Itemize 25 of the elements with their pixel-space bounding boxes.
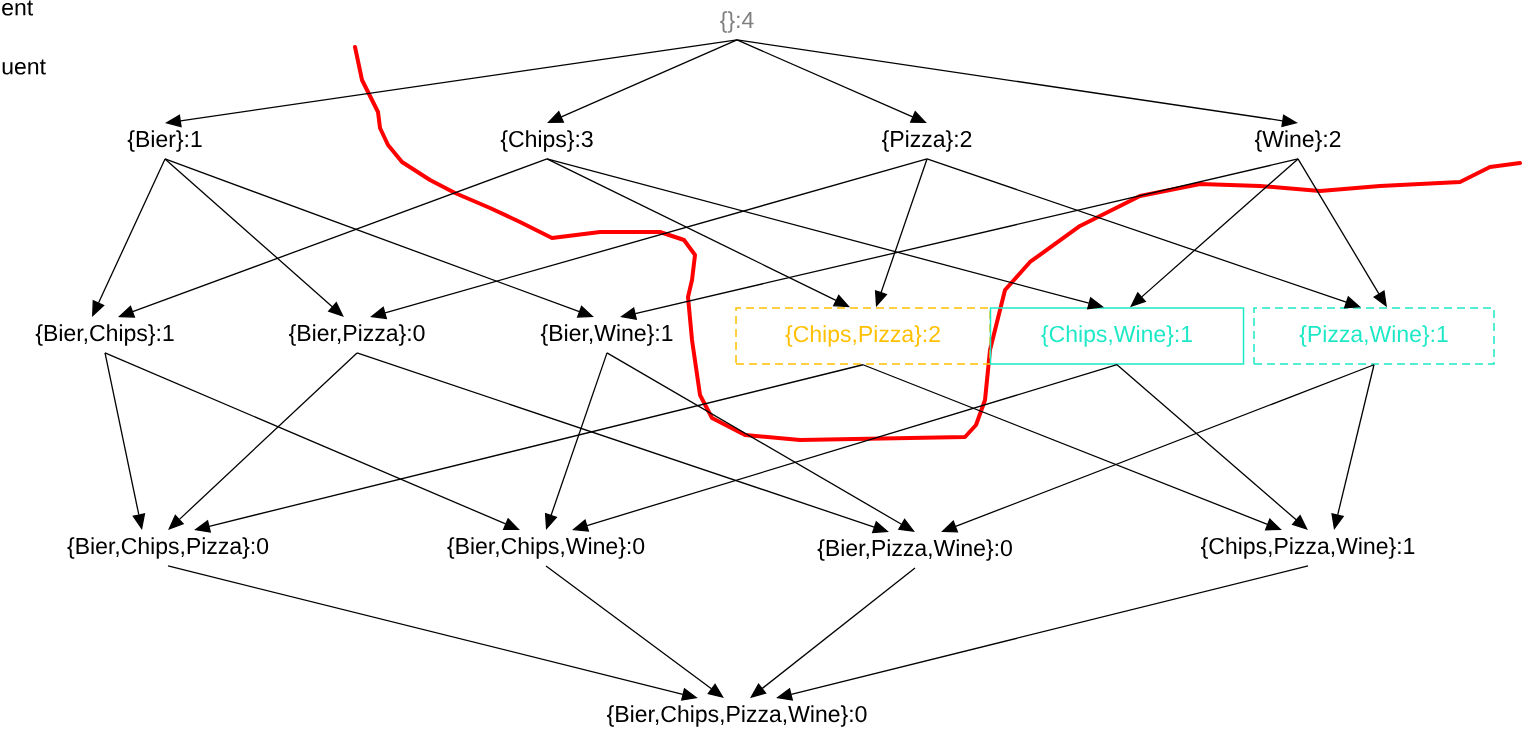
itemset-label: {Bier,Chips,Pizza,Wine}:0 <box>607 705 867 727</box>
itemset-label: {Bier,Chips,Wine}:0 <box>447 537 645 559</box>
itemset-label: {}:4 <box>720 11 754 33</box>
itemset-label: {Bier}:1 <box>127 130 202 152</box>
itemset-label: {Chips}:3 <box>500 130 593 152</box>
itemset-box: {Chips,Wine}:1 <box>989 307 1245 365</box>
itemset-box: {Chips,Pizza}:2 <box>735 307 991 365</box>
itemset-box: {Pizza,Wine}:1 <box>1253 307 1495 365</box>
side-label: ent <box>2 0 33 16</box>
itemset-label: {Bier,Wine}:1 <box>540 324 673 346</box>
arrow <box>547 39 738 124</box>
itemset-label: {Bier,Pizza}:0 <box>289 324 425 346</box>
arrow <box>164 158 594 318</box>
itemset-label: {Bier,Pizza,Wine}:0 <box>817 539 1012 561</box>
itemset-label: {Bier,Chips}:1 <box>35 324 174 346</box>
arrow <box>862 364 1282 531</box>
arrow <box>546 158 850 308</box>
itemset-label: {Pizza}:2 <box>882 130 972 152</box>
side-label: uent <box>2 59 46 75</box>
arrow <box>941 364 1375 533</box>
itemset-label: {Wine}:2 <box>1254 130 1341 152</box>
arrow <box>736 39 927 124</box>
itemset-label: {Bier,Chips,Pizza}:0 <box>67 537 269 559</box>
arrow <box>104 352 520 531</box>
itemset-label: {Chips,Pizza,Wine}:1 <box>1201 537 1415 559</box>
